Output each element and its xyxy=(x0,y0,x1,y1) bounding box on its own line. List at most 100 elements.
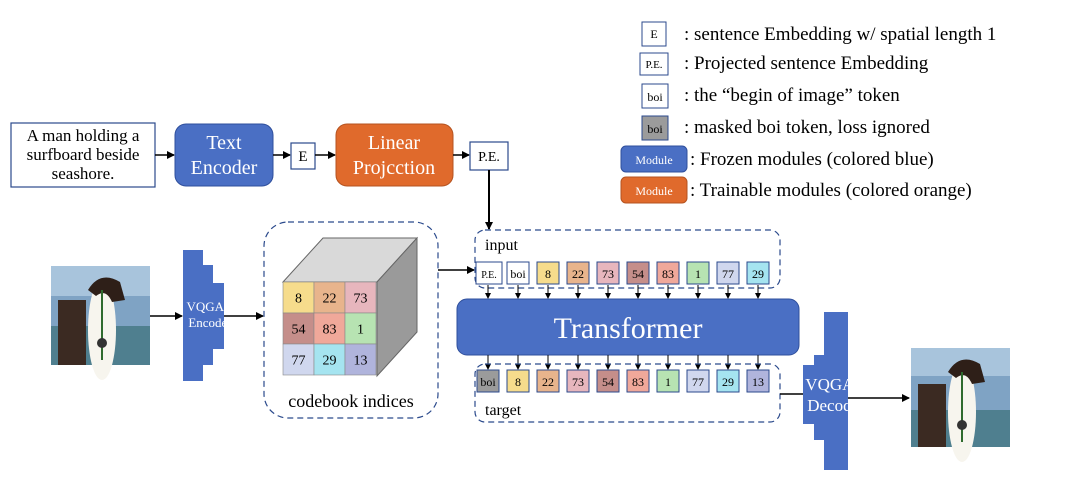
target-token-label: 8 xyxy=(515,375,521,389)
legend-trainable-module xyxy=(620,176,688,204)
codebook-cell xyxy=(313,281,346,314)
codebook-label: codebook indices xyxy=(288,391,413,411)
codebook-cell xyxy=(282,281,315,314)
input-token-label: 1 xyxy=(695,267,701,281)
input-token-label: 77 xyxy=(722,267,734,281)
input-token-label: P.E. xyxy=(481,270,497,281)
output-image xyxy=(911,348,1010,462)
codebook-cell-value: 13 xyxy=(354,354,368,369)
input-token xyxy=(656,261,680,285)
codebook-cell xyxy=(282,343,315,376)
target-token xyxy=(476,369,500,393)
legend-frozen-module-label: Module xyxy=(635,153,672,167)
e-token-box xyxy=(290,142,316,170)
caption-line-3: seashore. xyxy=(52,164,115,183)
target-token xyxy=(746,369,770,393)
input-token-label: 73 xyxy=(602,267,614,281)
target-token-label: 83 xyxy=(632,375,644,389)
legend-pe-token-label: P.E. xyxy=(645,59,662,71)
legend-masked-boi-token-label: boi xyxy=(647,122,663,136)
legend-pe-token xyxy=(639,52,669,76)
target-token-label: 22 xyxy=(542,375,554,389)
text-encoder-line-1: Text xyxy=(206,132,242,154)
e-token-label: E xyxy=(298,149,307,165)
target-token xyxy=(596,369,620,393)
input-token-label: 29 xyxy=(752,267,764,281)
input-token xyxy=(626,261,650,285)
linear-projection-line-1: Linear xyxy=(368,132,421,154)
target-arrows xyxy=(485,355,761,370)
codebook-cell xyxy=(344,343,377,376)
legend-trainable-module-label: Module xyxy=(635,184,672,198)
vqgan-decoder-shape xyxy=(803,312,848,470)
input-token xyxy=(566,261,590,285)
target-token xyxy=(536,369,560,393)
legend-text-trainable: : Trainable modules (colored orange) xyxy=(690,180,972,201)
input-region xyxy=(474,229,781,289)
codebook-cell xyxy=(313,312,346,345)
target-token xyxy=(686,369,710,393)
target-token xyxy=(626,369,650,393)
caption-line-1: A man holding a xyxy=(27,126,140,145)
codebook-cell-value: 8 xyxy=(295,292,302,307)
text-encoder-line-2: Encoder xyxy=(191,157,258,179)
target-token-label: 29 xyxy=(722,375,734,389)
codebook-region xyxy=(263,221,439,419)
codebook-cell xyxy=(344,312,377,345)
input-token xyxy=(596,261,620,285)
codebook-cell-value: 22 xyxy=(323,292,337,307)
target-token xyxy=(716,369,740,393)
legend: E : sentence Embedding w/ spatial length… xyxy=(620,21,996,204)
codebook-cell-value: 54 xyxy=(292,323,306,338)
legend-text-e: : sentence Embedding w/ spatial length 1 xyxy=(684,24,996,45)
codebook-cell xyxy=(313,343,346,376)
vqgan-decoder-line-1: VQGAN xyxy=(805,375,866,394)
input-image xyxy=(51,266,150,380)
codebook-cell-value: 29 xyxy=(323,354,337,369)
legend-e-token-label: E xyxy=(650,27,657,41)
input-token xyxy=(686,261,710,285)
input-token-label: 54 xyxy=(632,267,644,281)
target-token xyxy=(656,369,680,393)
input-token-label: 22 xyxy=(572,267,584,281)
codebook-cube-side xyxy=(376,236,418,378)
target-label: target xyxy=(485,402,522,419)
legend-text-frozen: : Frozen modules (colored blue) xyxy=(690,149,934,170)
input-token-label: 8 xyxy=(545,267,551,281)
input-token xyxy=(536,261,560,285)
target-token-label: 77 xyxy=(692,375,704,389)
codebook-cell-value: 73 xyxy=(354,292,368,307)
legend-text-boi: : the “begin of image” token xyxy=(684,85,900,106)
legend-text-masked: : masked boi token, loss ignored xyxy=(684,117,930,138)
input-arrows xyxy=(485,285,761,299)
vqgan-decoder-line-2: Decoder xyxy=(807,396,865,415)
legend-boi-token-label: boi xyxy=(647,90,663,104)
legend-text-pe: : Projected sentence Embedding xyxy=(684,53,929,74)
codebook-cell xyxy=(344,281,377,314)
input-token-label: 83 xyxy=(662,267,674,281)
vqgan-encoder-line-2: Encoder xyxy=(188,315,232,330)
legend-e-token xyxy=(641,21,667,47)
input-token xyxy=(746,261,770,285)
vqgan-encoder-shape xyxy=(183,250,224,381)
target-region xyxy=(474,363,781,423)
input-token xyxy=(506,261,530,285)
linear-projection-line-2: Projcction xyxy=(353,157,435,179)
transformer-box xyxy=(456,298,800,356)
target-token-label: 1 xyxy=(665,375,671,389)
input-token xyxy=(475,261,503,285)
target-token-label: boi xyxy=(480,375,496,389)
target-token xyxy=(506,369,530,393)
input-label: input xyxy=(485,237,518,254)
target-token-label: 13 xyxy=(752,375,764,389)
transformer-label: Transformer xyxy=(554,312,703,345)
vqgan-encoder-line-1: VQGAN xyxy=(187,299,235,314)
codebook-cell-value: 83 xyxy=(323,323,337,338)
codebook-cell-value: 1 xyxy=(357,323,364,338)
caption-box xyxy=(10,122,156,188)
legend-boi-token xyxy=(641,83,669,109)
